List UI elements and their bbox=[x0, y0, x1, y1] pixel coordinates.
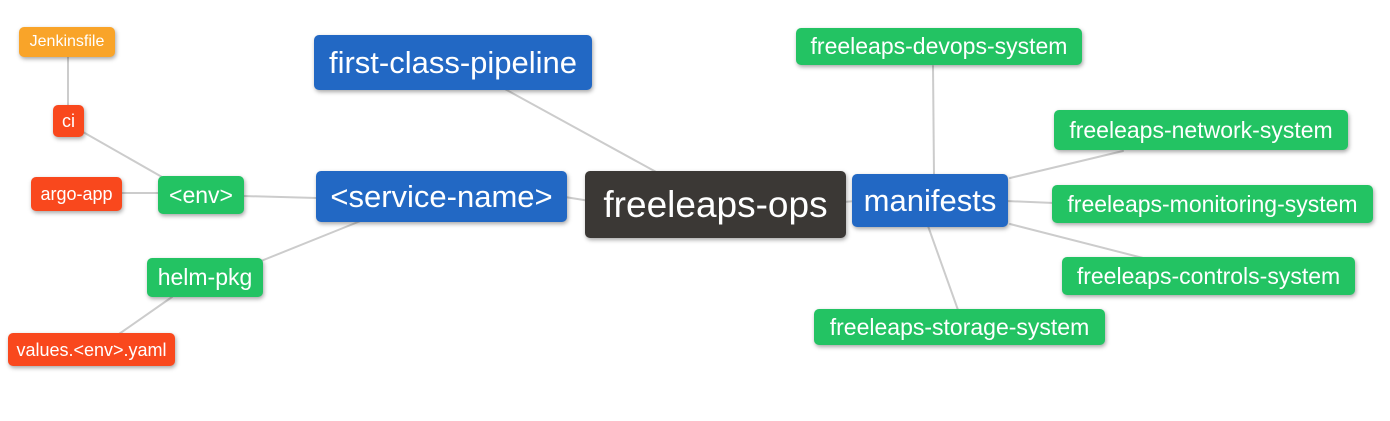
edge-env-service_name bbox=[242, 195, 318, 199]
edge-manifests-devops_system bbox=[932, 65, 935, 177]
edge-helm_pkg-service_name bbox=[260, 219, 364, 262]
edge-manifests-monitoring_system bbox=[1005, 200, 1055, 204]
node-service-name[interactable]: <service-name> bbox=[316, 171, 567, 222]
node-freeleaps-controls-system[interactable]: freeleaps-controls-system bbox=[1062, 257, 1355, 295]
node-env[interactable]: <env> bbox=[158, 176, 244, 214]
edge-manifests-storage_system bbox=[927, 225, 959, 311]
edge-ci-env bbox=[82, 131, 163, 178]
edge-manifests-network_system bbox=[1009, 150, 1124, 179]
node-freeleaps-monitoring-system[interactable]: freeleaps-monitoring-system bbox=[1052, 185, 1373, 223]
edge-manifests-controls_system bbox=[1009, 223, 1144, 259]
node-manifests[interactable]: manifests bbox=[852, 174, 1008, 227]
node-freeleaps-ops[interactable]: freeleaps-ops bbox=[585, 171, 846, 238]
edge-values_env_yaml-helm_pkg bbox=[118, 296, 173, 335]
node-first-class-pipeline[interactable]: first-class-pipeline bbox=[314, 35, 592, 90]
node-ci[interactable]: ci bbox=[53, 105, 84, 137]
node-values-env-yaml[interactable]: values.<env>.yaml bbox=[8, 333, 175, 366]
node-argo-app[interactable]: argo-app bbox=[31, 177, 122, 211]
node-helm-pkg[interactable]: helm-pkg bbox=[147, 258, 263, 297]
node-jenkinsfile[interactable]: Jenkinsfile bbox=[19, 27, 115, 57]
node-freeleaps-storage-system[interactable]: freeleaps-storage-system bbox=[814, 309, 1105, 345]
node-freeleaps-devops-system[interactable]: freeleaps-devops-system bbox=[796, 28, 1082, 65]
edge-first_class_pipeline-freeleaps_ops bbox=[502, 87, 659, 174]
node-freeleaps-network-system[interactable]: freeleaps-network-system bbox=[1054, 110, 1348, 150]
